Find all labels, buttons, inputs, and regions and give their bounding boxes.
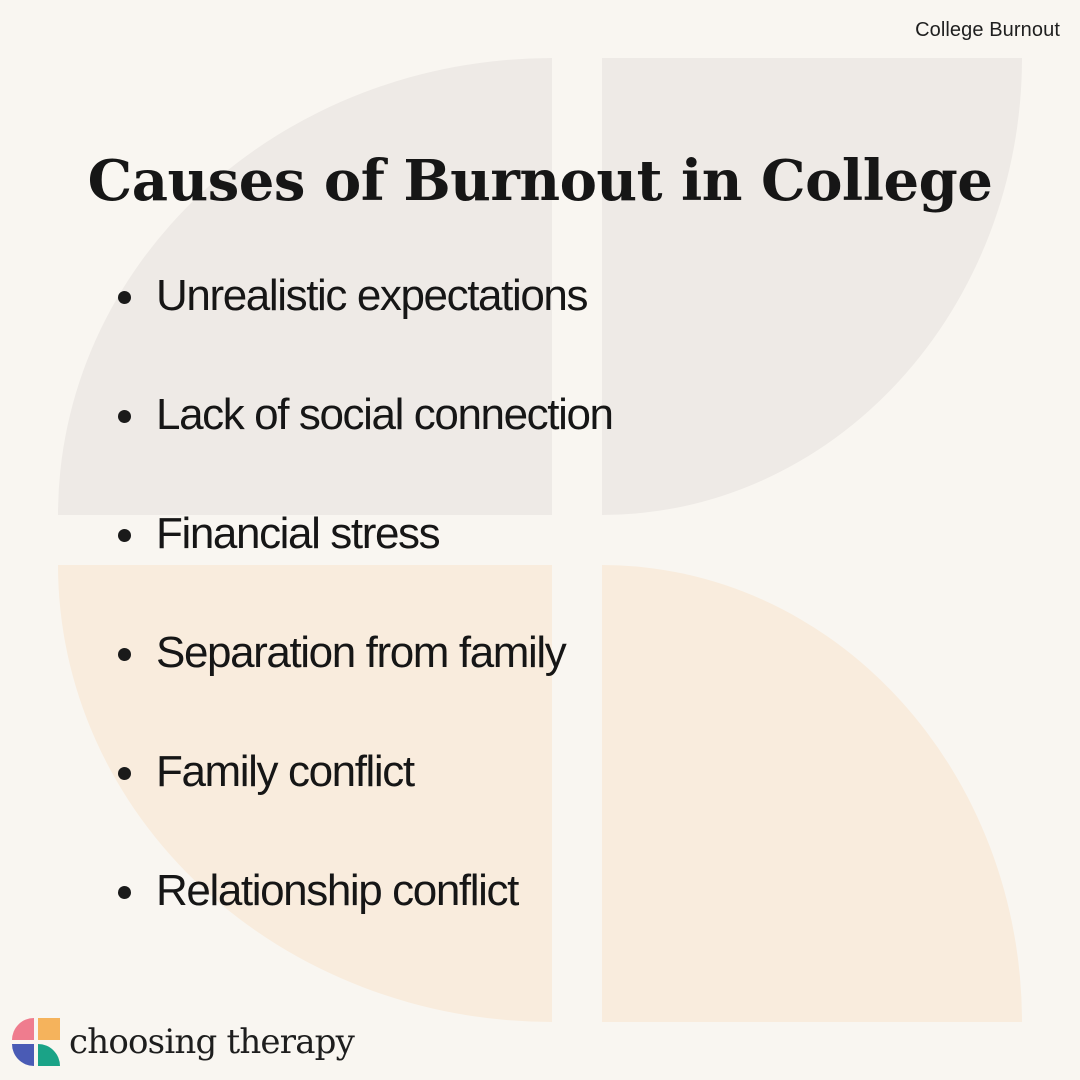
brand-logo-group: choosing therapy (12, 1018, 355, 1066)
bullet-icon (118, 767, 131, 780)
list-item-text: Lack of social connection (156, 390, 614, 439)
list-item-text: Family conflict (156, 747, 415, 796)
bullet-icon (118, 529, 131, 542)
list-item: Lack of social connection (118, 385, 614, 504)
bottom-right-quarter-shape (602, 565, 1022, 1022)
list-item: Family conflict (118, 742, 613, 861)
list-item-text: Relationship conflict (156, 866, 519, 915)
list-item: Separation from family (118, 623, 613, 742)
bullet-icon (118, 291, 131, 304)
bullet-icon (118, 886, 131, 899)
corner-label: College Burnout (915, 19, 1060, 41)
brand-name: choosing therapy (69, 1022, 355, 1062)
causes-list: Unrealistic expectations Lack of social … (118, 266, 614, 980)
list-item-text: Financial stress (156, 509, 441, 558)
bullet-icon (118, 648, 131, 661)
list-item: Unrealistic expectations (118, 266, 613, 385)
top-right-quarter-shape (602, 58, 1022, 515)
page-title: Causes of Burnout in College (87, 148, 993, 214)
list-item-text: Unrealistic expectations (156, 271, 588, 320)
four-petal-logo-icon (12, 1018, 60, 1066)
top-left-quarter-shape (58, 58, 552, 515)
bullet-icon (118, 410, 131, 423)
list-item: Financial stress (118, 504, 613, 623)
list-item-text: Separation from family (156, 628, 567, 677)
list-item: Relationship conflict (118, 861, 613, 980)
bottom-left-quarter-shape (58, 565, 552, 1022)
